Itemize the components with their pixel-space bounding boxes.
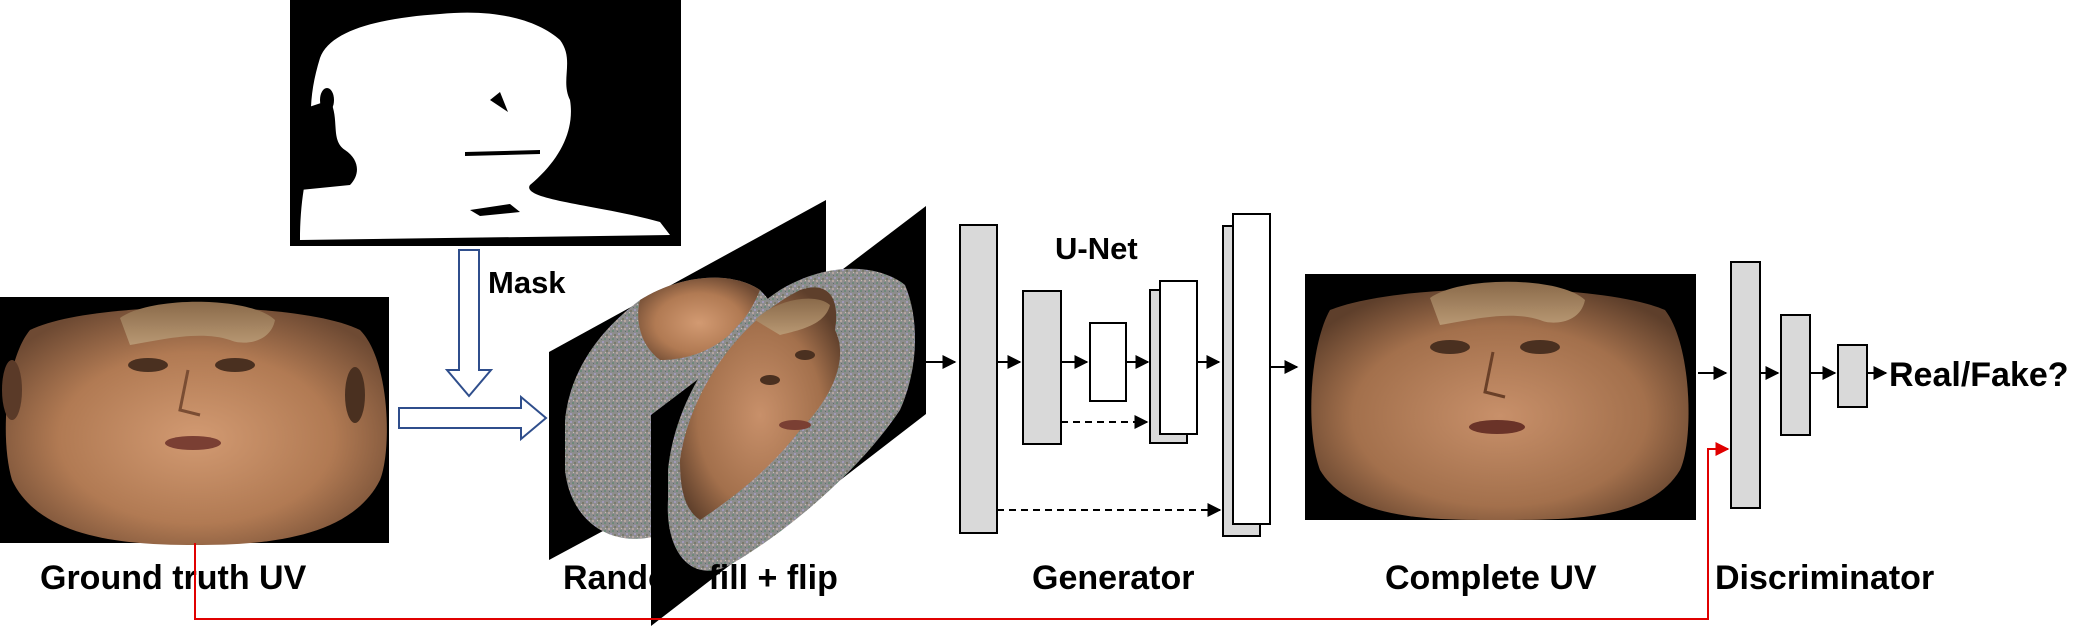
discriminator [1730, 261, 1888, 509]
disc-block-2 [1780, 314, 1811, 436]
generator-unet [959, 213, 1271, 537]
mask-label: Mask [488, 265, 566, 300]
complete-uv-label: Complete UV [1385, 559, 1597, 597]
unet-block-5-front [1232, 213, 1271, 525]
real-fake-label: Real/Fake? [1889, 356, 2069, 394]
ground-truth-to-discriminator-arrow [194, 442, 1730, 620]
ground-truth-label: Ground truth UV [40, 559, 307, 597]
disc-block-1 [1730, 261, 1761, 509]
complete-uv-image [1305, 274, 1696, 520]
unet-block-3 [1089, 322, 1127, 402]
unet-block-1 [959, 224, 998, 534]
random-fill-stack [549, 200, 926, 626]
ground-truth-uv-image [0, 297, 389, 545]
input-arrow [398, 394, 548, 442]
mask-image [290, 0, 681, 246]
unet-label: U-Net [1055, 231, 1138, 266]
discriminator-label: Discriminator [1715, 559, 1934, 597]
unet-block-2 [1022, 290, 1062, 445]
unet-block-4-front [1159, 280, 1198, 435]
generator-label: Generator [1032, 559, 1195, 597]
mask-arrow [444, 249, 494, 398]
disc-block-3 [1837, 344, 1868, 408]
random-fill-label: Random fill + flip [563, 559, 838, 597]
